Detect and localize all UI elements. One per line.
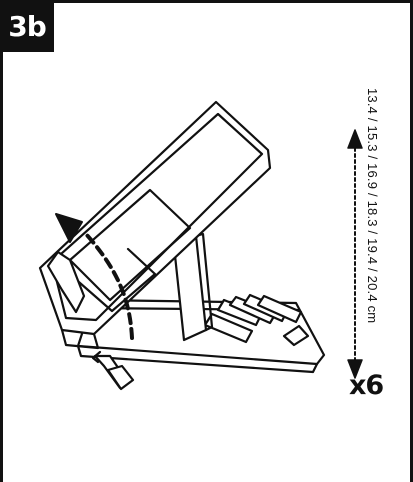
height-dimension-arrow [347,129,363,379]
quantity-label: x6 [349,370,384,401]
fold-arrow [55,213,134,340]
step-badge: 3b [0,0,54,52]
tilted-panel [38,100,272,350]
step-label: 3b [8,9,47,43]
height-settings-label: 13.4 / 15.3 / 16.9 / 18.3 / 19.4 / 20.4 … [365,88,380,324]
front-foot [91,350,135,391]
